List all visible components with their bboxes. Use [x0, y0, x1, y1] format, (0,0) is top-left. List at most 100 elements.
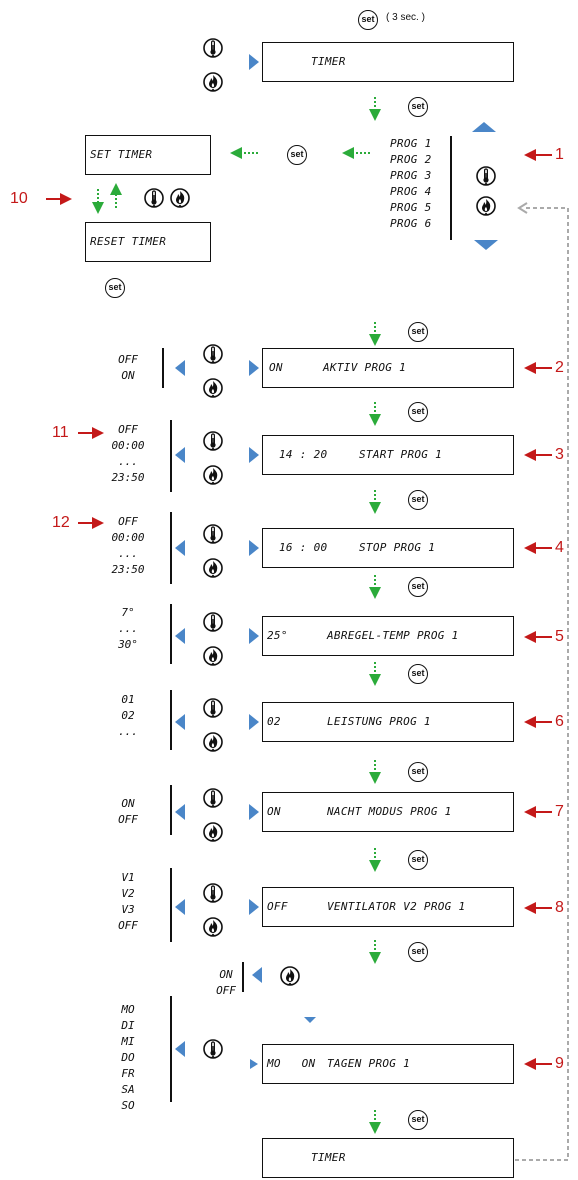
timer-screen-top: TIMER: [262, 42, 514, 82]
callout-6: 6: [555, 713, 564, 730]
ventilator-text: VENTILATOR V2 PROG 1: [327, 900, 466, 913]
red-pointer-arrows: [46, 149, 552, 1070]
flame-icon[interactable]: [203, 378, 223, 399]
ventilator-options: V1 V2 V3 OFF: [118, 871, 138, 932]
prog-3[interactable]: PROG 3: [390, 169, 432, 182]
callout-8: 8: [555, 899, 564, 916]
tagen-text: TAGEN PROG 1: [327, 1057, 411, 1070]
leistung-text: LEISTUNG PROG 1: [327, 715, 431, 728]
set-button[interactable]: set: [408, 97, 428, 117]
leistung-value: 02: [267, 715, 281, 728]
callout-10: 10: [10, 190, 28, 207]
tagen-screen: MO ON TAGEN PROG 1: [262, 1044, 514, 1084]
thermometer-icon[interactable]: [203, 883, 223, 904]
set-button[interactable]: set: [408, 942, 428, 962]
ventilator-screen: OFF VENTILATOR V2 PROG 1: [262, 887, 514, 927]
timer-screen-label: TIMER: [311, 1151, 346, 1164]
abregel-screen: 25° ABREGEL-TEMP PROG 1: [262, 616, 514, 656]
flame-icon[interactable]: [203, 465, 223, 486]
thermometer-icon[interactable]: [203, 524, 223, 545]
callout-5: 5: [555, 628, 564, 645]
program-list: PROG 1 PROG 2 PROG 3 PROG 4 PROG 5 PROG …: [390, 136, 432, 232]
days-options: MO DI MI DO FR SA SO: [121, 1003, 135, 1112]
divider: [162, 348, 164, 388]
nacht-text: NACHT MODUS PROG 1: [327, 805, 452, 818]
tagen-value: MO ON: [267, 1057, 316, 1070]
start-options: OFF 00:00 ... 23:50: [111, 423, 145, 484]
reset-timer-screen: RESET TIMER: [85, 222, 211, 262]
flame-icon[interactable]: [203, 558, 223, 579]
nacht-options: ON OFF: [118, 797, 138, 826]
stop-screen: 16 : 00 STOP PROG 1: [262, 528, 514, 568]
leistung-screen: 02 LEISTUNG PROG 1: [262, 702, 514, 742]
return-loop-dashed: [382, 202, 569, 1161]
set-timer-screen: SET TIMER: [85, 135, 211, 175]
callout-2: 2: [555, 359, 564, 376]
day-on-off-options: ON OFF: [216, 968, 236, 997]
prog-2[interactable]: PROG 2: [390, 153, 432, 166]
thermometer-icon[interactable]: [203, 38, 223, 59]
flame-icon[interactable]: [203, 72, 223, 93]
flame-icon[interactable]: [203, 732, 223, 753]
set-button[interactable]: set: [408, 577, 428, 597]
flame-icon[interactable]: [170, 188, 190, 209]
start-screen: 14 : 20 START PROG 1: [262, 435, 514, 475]
flame-icon[interactable]: [203, 646, 223, 667]
divider: [170, 690, 172, 750]
callout-12: 12: [52, 514, 70, 531]
hold-duration-hint: ( 3 sec. ): [386, 12, 425, 23]
abregel-text: ABREGEL-TEMP PROG 1: [327, 629, 459, 642]
abregel-value: 25°: [267, 629, 288, 642]
thermometer-icon[interactable]: [476, 166, 496, 187]
flame-icon[interactable]: [476, 196, 496, 217]
callout-3: 3: [555, 446, 564, 463]
thermometer-icon[interactable]: [144, 188, 164, 209]
flame-icon[interactable]: [203, 917, 223, 938]
start-text: START PROG 1: [359, 448, 443, 461]
ventilator-value: OFF: [267, 900, 288, 913]
thermometer-icon[interactable]: [203, 344, 223, 365]
set-button[interactable]: set: [408, 664, 428, 684]
nacht-screen: ON NACHT MODUS PROG 1: [262, 792, 514, 832]
stop-value: 16 : 00: [279, 541, 328, 554]
stop-text: STOP PROG 1: [359, 541, 436, 554]
prog-1[interactable]: PROG 1: [390, 137, 432, 150]
callout-1: 1: [555, 146, 564, 163]
stop-options: OFF 00:00 ... 23:50: [111, 515, 145, 576]
abregel-options: 7° ... 30°: [118, 606, 138, 651]
green-flow-arrows: [92, 97, 381, 1134]
set-button[interactable]: set: [408, 322, 428, 342]
callout-9: 9: [555, 1055, 564, 1072]
nacht-value: ON: [267, 805, 281, 818]
thermometer-icon[interactable]: [203, 612, 223, 633]
set-button[interactable]: set: [408, 1110, 428, 1130]
divider: [450, 136, 452, 240]
set-button[interactable]: set: [408, 402, 428, 422]
thermometer-icon[interactable]: [203, 1039, 223, 1060]
divider: [170, 868, 172, 942]
set-button[interactable]: set: [105, 278, 125, 298]
divider: [170, 996, 172, 1102]
set-button[interactable]: set: [287, 145, 307, 165]
aktiv-value: ON: [269, 361, 283, 374]
callout-4: 4: [555, 539, 564, 556]
prog-6[interactable]: PROG 6: [390, 217, 432, 230]
divider: [242, 962, 244, 992]
start-value: 14 : 20: [279, 448, 328, 461]
flame-icon[interactable]: [280, 966, 300, 987]
flame-icon[interactable]: [203, 822, 223, 843]
prog-5[interactable]: PROG 5: [390, 201, 432, 214]
set-button-top[interactable]: set: [358, 10, 378, 30]
timer-screen-bottom: TIMER: [262, 1138, 514, 1178]
thermometer-icon[interactable]: [203, 788, 223, 809]
set-button[interactable]: set: [408, 490, 428, 510]
thermometer-icon[interactable]: [203, 698, 223, 719]
set-button[interactable]: set: [408, 762, 428, 782]
aktiv-text: AKTIV PROG 1: [323, 361, 407, 374]
callout-11: 11: [52, 424, 69, 441]
prog-4[interactable]: PROG 4: [390, 185, 432, 198]
set-button[interactable]: set: [408, 850, 428, 870]
thermometer-icon[interactable]: [203, 431, 223, 452]
aktiv-options: OFF ON: [118, 353, 138, 382]
leistung-options: 01 02 ...: [118, 693, 138, 738]
